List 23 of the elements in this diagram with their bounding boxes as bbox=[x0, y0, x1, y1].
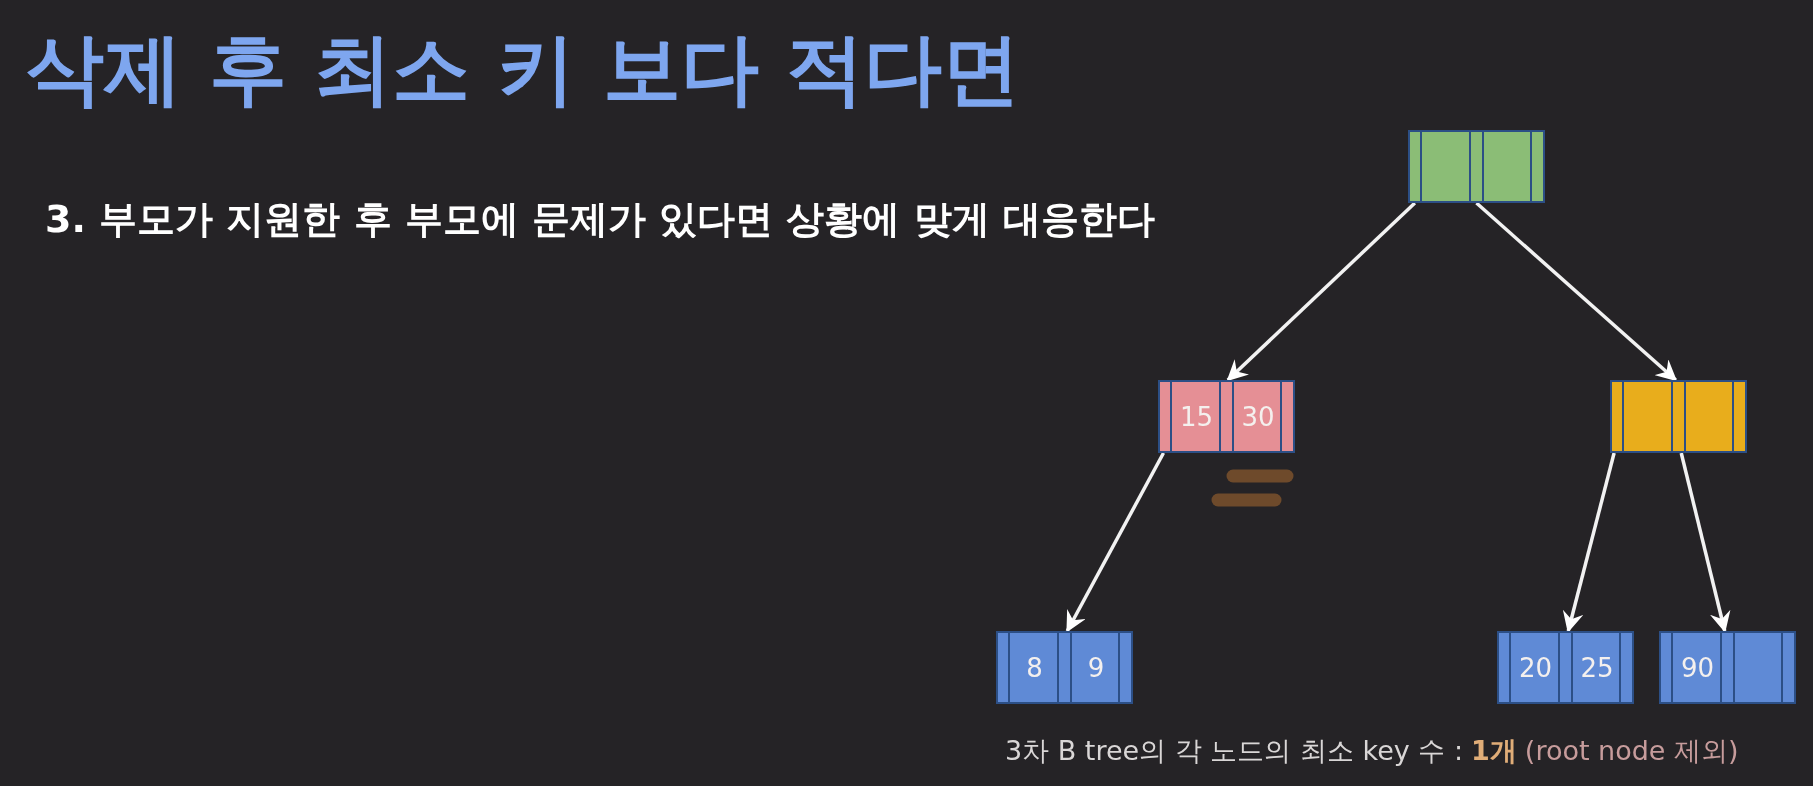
key-number: 25 bbox=[1579, 651, 1615, 685]
subtitle-text: 3. 부모가 지원한 후 부모에 문제가 있다면 상황에 맞게 대응한다 bbox=[45, 196, 1155, 243]
arrow bbox=[1065, 452, 1165, 633]
title: 삭제 후 최소 키 보다 적다면 bbox=[26, 23, 1020, 116]
arrow bbox=[1679, 452, 1731, 633]
key-number: 20 bbox=[1517, 651, 1554, 685]
key-number: 30 bbox=[1240, 400, 1276, 434]
key-number: 90 bbox=[1679, 651, 1716, 685]
btree-node bbox=[1497, 631, 1634, 704]
arrow bbox=[1562, 452, 1616, 633]
arrow bbox=[1475, 201, 1678, 382]
btree-node bbox=[1659, 631, 1796, 704]
arrow bbox=[1226, 201, 1417, 382]
btree-node bbox=[1158, 380, 1295, 453]
btree-node bbox=[1610, 380, 1747, 453]
note-text: 3차 B tree의 각 노드의 최소 key 수 : bbox=[1005, 734, 1464, 768]
btree-node bbox=[996, 631, 1133, 704]
key-number: 15 bbox=[1178, 400, 1215, 434]
key-number: 9 bbox=[1086, 651, 1106, 685]
key-number: 8 bbox=[1025, 651, 1044, 685]
note-remark: (root node 제외) bbox=[1524, 734, 1739, 768]
btree-node bbox=[1408, 130, 1545, 203]
note-value: 1개 bbox=[1471, 734, 1517, 768]
